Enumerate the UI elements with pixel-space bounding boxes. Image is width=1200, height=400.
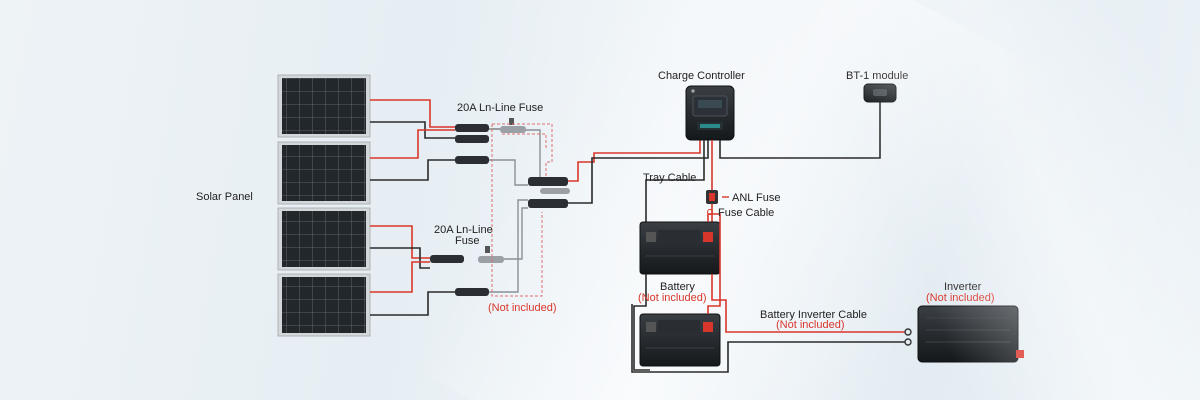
battery-wiring [631, 213, 905, 373]
fuses-not-included-label: (Not included) [488, 302, 556, 314]
panel-wiring-top [370, 99, 455, 181]
panel-to-combiner-cables [489, 129, 541, 293]
solar-panel-3 [277, 207, 371, 271]
anl-fuse [706, 190, 718, 204]
tray-cable-label: Tray Cable [643, 172, 696, 184]
battery-inverter-cable-label: Battery Inverter Cable [760, 309, 867, 321]
bt-cable [719, 102, 881, 159]
inverter-not-included-label: (Not included) [926, 292, 994, 304]
fuse-bottom-label-line1: 20A Ln-Line [434, 224, 493, 236]
inverter-label: Inverter [944, 281, 982, 293]
fuse-bottom-label-line2: Fuse [455, 235, 479, 247]
battery-label: Battery [660, 281, 695, 293]
tray-cable [645, 140, 713, 222]
battery-not-included-label: (Not included) [638, 292, 706, 304]
not-included-outline [491, 123, 553, 297]
anl-fuse-label: ANL Fuse [732, 192, 781, 204]
inline-fuse-bottom [478, 246, 504, 263]
fuse-cable-pointer [707, 209, 713, 215]
solar-panel-1 [277, 74, 371, 138]
battery-2 [639, 313, 721, 367]
branch-connector-bottom [430, 255, 489, 296]
battery-inverter-cable-not-included-label: (Not included) [776, 319, 844, 331]
bt-module-label: BT-1 module [846, 70, 908, 82]
solar-panel-2 [277, 141, 371, 205]
charge-controller-label: Charge Controller [658, 70, 745, 82]
combiner-connector [528, 177, 570, 208]
fuse-top-label: 20A Ln-Line Fuse [457, 102, 543, 114]
bt-1-module [863, 83, 897, 103]
fuse-cable-label: Fuse Cable [718, 207, 774, 219]
combiner-to-controller [568, 140, 709, 204]
solar-panel-4 [277, 273, 371, 337]
inverter [904, 305, 1024, 363]
battery-1 [639, 221, 721, 275]
panel-wiring-bottom [370, 225, 455, 316]
charge-controller [685, 85, 735, 141]
branch-connector-top [455, 124, 489, 164]
solar-panel-label: Solar Panel [196, 191, 253, 203]
inline-fuse-top [489, 118, 526, 133]
